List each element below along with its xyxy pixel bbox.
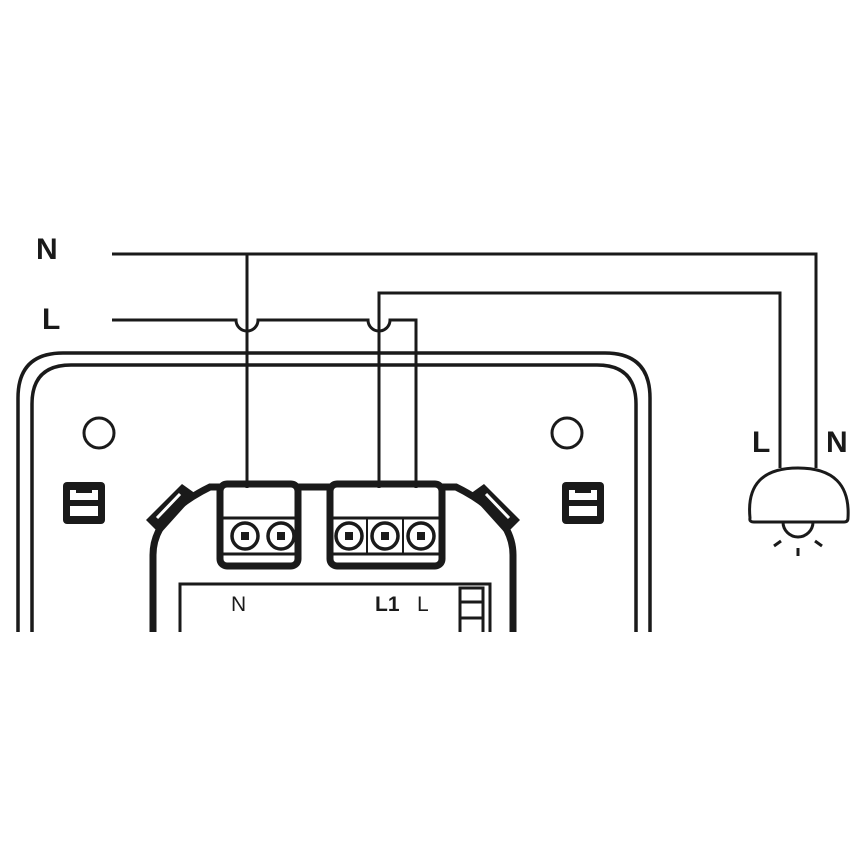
switch-plate: [16, 351, 652, 632]
terminal-l1-label: L1: [375, 593, 400, 616]
l1-output-wire: [377, 291, 782, 488]
live-wire: [112, 318, 418, 488]
terminal-block-n: [216, 480, 302, 570]
supply-live-label: L: [42, 303, 61, 336]
indicator-icon: [458, 586, 485, 632]
terminal-l-label: L: [417, 593, 429, 616]
latch-left-icon: [146, 484, 196, 534]
clip-right-icon: [562, 482, 604, 524]
lamp-neutral-label: N: [826, 426, 848, 459]
screw-hole-right: [550, 416, 584, 450]
clip-left-icon: [63, 482, 105, 524]
neutral-wire: [112, 252, 818, 468]
lamp-live-label: L: [752, 426, 771, 459]
terminal-n-label: N: [231, 593, 247, 616]
terminal-block-l1-l: [326, 480, 446, 570]
latch-right-icon: [470, 484, 520, 534]
lamp-icon: [748, 466, 850, 556]
supply-neutral-label: N: [36, 233, 58, 266]
screw-hole-left: [82, 416, 116, 450]
